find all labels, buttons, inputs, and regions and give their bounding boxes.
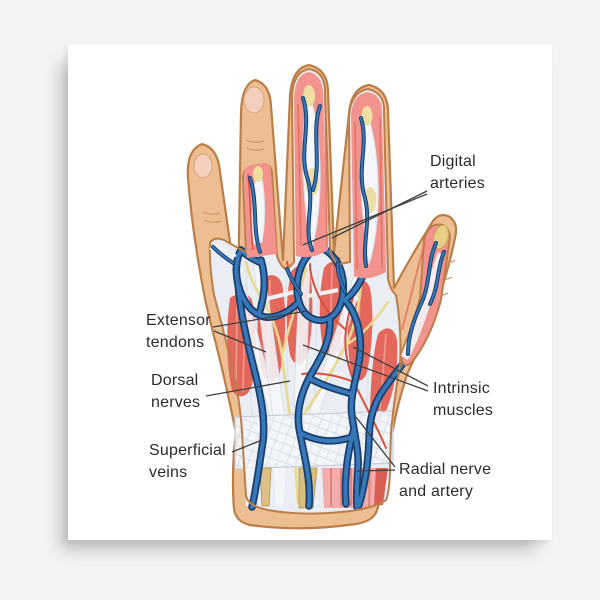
- label-intrinsic-muscles: Intrinsic muscles: [433, 378, 493, 422]
- label-line: and artery: [399, 483, 474, 500]
- label-extensor-tendons: Extensor tendons: [146, 310, 211, 354]
- label-line: Dorsal: [151, 372, 199, 389]
- label-line: veins: [149, 464, 188, 481]
- label-line: nerves: [151, 394, 201, 411]
- label-line: Intrinsic: [433, 380, 490, 397]
- label-line: Radial nerve: [399, 461, 492, 478]
- label-line: tendons: [146, 334, 205, 351]
- label-dorsal-nerves: Dorsal nerves: [151, 370, 200, 414]
- label-line: Extensor: [146, 312, 211, 329]
- label-superficial-veins: Superficial veins: [149, 440, 226, 484]
- label-line: muscles: [433, 402, 494, 419]
- label-line: Superficial: [149, 442, 226, 459]
- label-digital-arteries: Digital arteries: [430, 151, 485, 195]
- label-radial-nerve-artery: Radial nerve and artery: [399, 459, 491, 503]
- label-line: arteries: [430, 175, 485, 192]
- label-line: Digital: [430, 153, 476, 170]
